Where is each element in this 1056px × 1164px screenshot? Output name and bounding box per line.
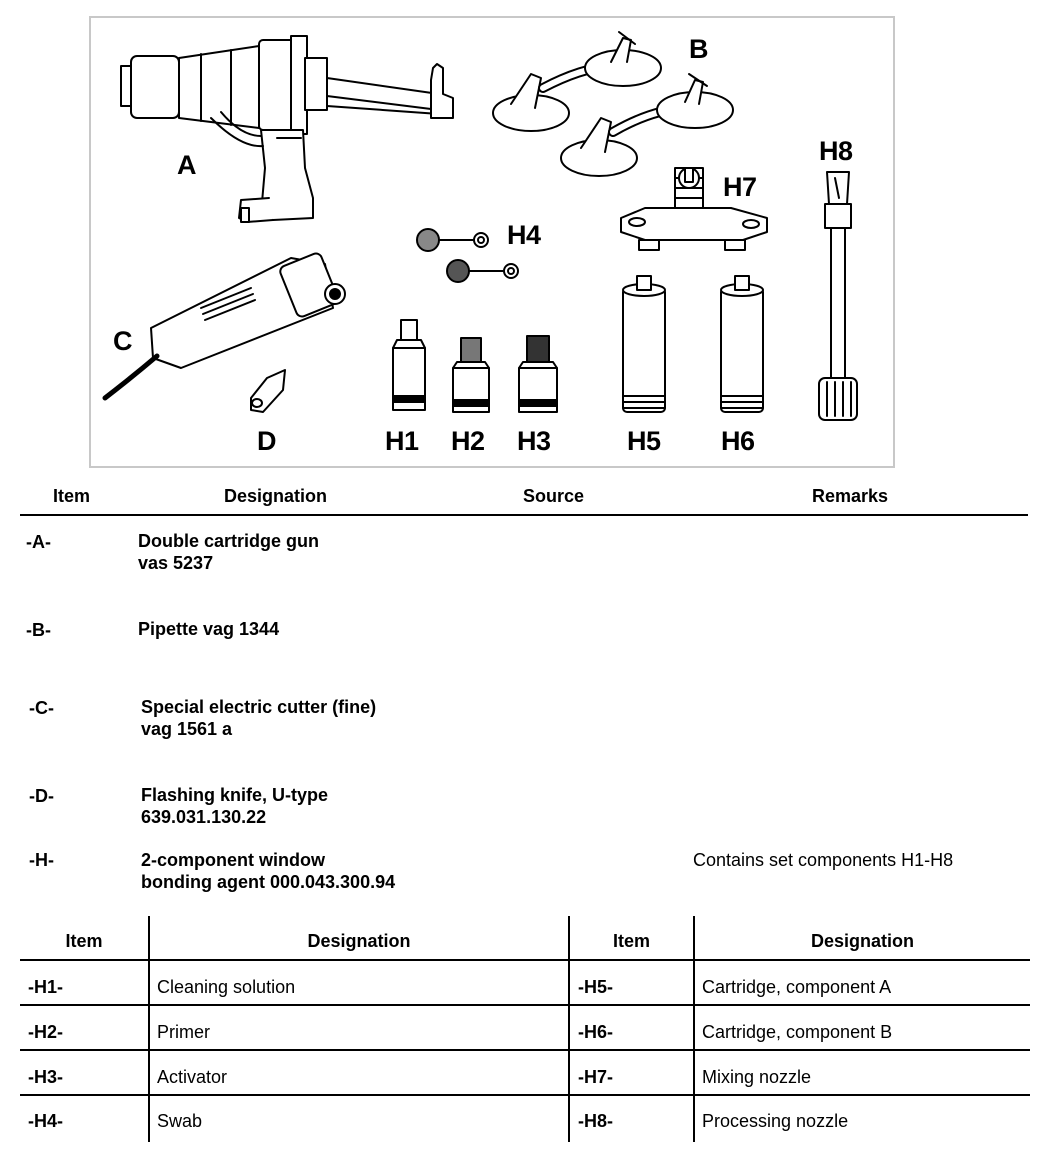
figure-label-d: D: [257, 426, 277, 456]
designation-line: 639.031.130.22: [141, 807, 267, 827]
electric-cutter-drawing: [102, 252, 346, 401]
row-rule: [20, 1049, 1030, 1051]
designation-line: Flashing knife, U-type: [141, 785, 329, 805]
figure-label-h8: H8: [819, 136, 853, 166]
cartridge-a-drawing: [622, 275, 666, 413]
row-rule: [20, 1004, 1030, 1006]
figure-label-h6: H6: [721, 426, 755, 456]
row-item-code: -C-: [29, 698, 54, 718]
row-remarks: Contains set components H1-H8: [693, 850, 954, 870]
activator-bottle-drawing: [518, 335, 558, 413]
row-designation: Cartridge, component B: [702, 1022, 893, 1042]
row-item-code: -H-: [29, 850, 54, 870]
row-item-code: -H1-: [28, 977, 63, 997]
mixing-nozzle-drawing: [620, 167, 768, 251]
cartridge-gun-drawing: [120, 35, 454, 223]
designation-line: Special electric cutter (fine): [141, 697, 377, 717]
designation-line: bonding agent 000.043.300.94: [141, 872, 396, 892]
row-designation: Mixing nozzle: [702, 1067, 812, 1087]
tools-illustration: A B C D H1 H2 H3 H4 H5 H6 H7 H8: [89, 16, 895, 468]
designation-line: vas 5237: [138, 553, 214, 573]
row-designation: Pipette vag 1344: [138, 618, 279, 640]
column-divider: [148, 916, 150, 1142]
designation-line: Double cartridge gun: [138, 531, 320, 551]
row-designation: Primer: [157, 1022, 210, 1042]
figure-label-a: A: [177, 150, 197, 180]
row-item-code: -H7-: [578, 1067, 613, 1087]
row-item-code: -H2-: [28, 1022, 63, 1042]
processing-nozzle-drawing: [818, 171, 858, 421]
figure-label-h2: H2: [451, 426, 485, 456]
figure-label-c: C: [113, 326, 133, 356]
row-designation: Processing nozzle: [702, 1111, 849, 1131]
designation-line: Pipette vag 1344: [138, 619, 280, 639]
row-rule: [20, 1094, 1030, 1096]
row-item-code: -B-: [26, 620, 51, 640]
header-remarks: Remarks: [812, 486, 889, 506]
tools-drawing: [102, 31, 858, 421]
figure-label-h1: H1: [385, 426, 419, 456]
row-designation: Cleaning solution: [157, 977, 296, 997]
figure-label-b: B: [689, 34, 709, 64]
row-designation: Double cartridge gun vas 5237: [138, 530, 319, 574]
flashing-knife-drawing: [250, 369, 286, 413]
row-item-code: -A-: [26, 532, 51, 552]
header-rule: [20, 959, 1030, 961]
row-item-code: -H8-: [578, 1111, 613, 1131]
column-divider: [568, 916, 570, 1142]
header-item: Item: [53, 486, 91, 506]
cartridge-b-drawing: [720, 275, 764, 413]
column-divider: [693, 916, 695, 1142]
header-designation: Designation: [810, 931, 914, 951]
row-designation: 2-component window bonding agent 000.043…: [141, 849, 395, 893]
row-item-code: -D-: [29, 786, 54, 806]
figure-label-h4: H4: [507, 220, 541, 250]
header-rule: [20, 514, 1028, 516]
header-designation: Designation: [307, 931, 411, 951]
header-source: Source: [523, 486, 585, 506]
figure-label-h5: H5: [627, 426, 661, 456]
pipette-drawing: [492, 31, 734, 177]
row-item-code: -H3-: [28, 1067, 63, 1087]
row-designation: Cartridge, component A: [702, 977, 892, 997]
primer-bottle-drawing: [452, 337, 490, 413]
header-designation: Designation: [224, 486, 328, 506]
component-table: Item Designation Item Designation -H1- C…: [20, 916, 1030, 1142]
designation-line: vag 1561 a: [141, 719, 233, 739]
figure-label-h3: H3: [517, 426, 551, 456]
figure-label-h7: H7: [723, 172, 757, 202]
row-item-code: -H4-: [28, 1111, 63, 1131]
header-item: Item: [612, 931, 650, 951]
row-item-code: -H6-: [578, 1022, 613, 1042]
swab-drawing: [416, 228, 519, 283]
row-item-code: -H5-: [578, 977, 613, 997]
row-designation: Flashing knife, U-type 639.031.130.22: [141, 784, 328, 828]
row-designation: Activator: [157, 1067, 228, 1087]
designation-line: 2-component window: [141, 850, 325, 870]
row-designation: Swab: [157, 1111, 203, 1131]
row-designation: Special electric cutter (fine) vag 1561 …: [141, 696, 376, 740]
header-item: Item: [65, 931, 103, 951]
cleaning-solution-bottle-drawing: [392, 319, 426, 411]
